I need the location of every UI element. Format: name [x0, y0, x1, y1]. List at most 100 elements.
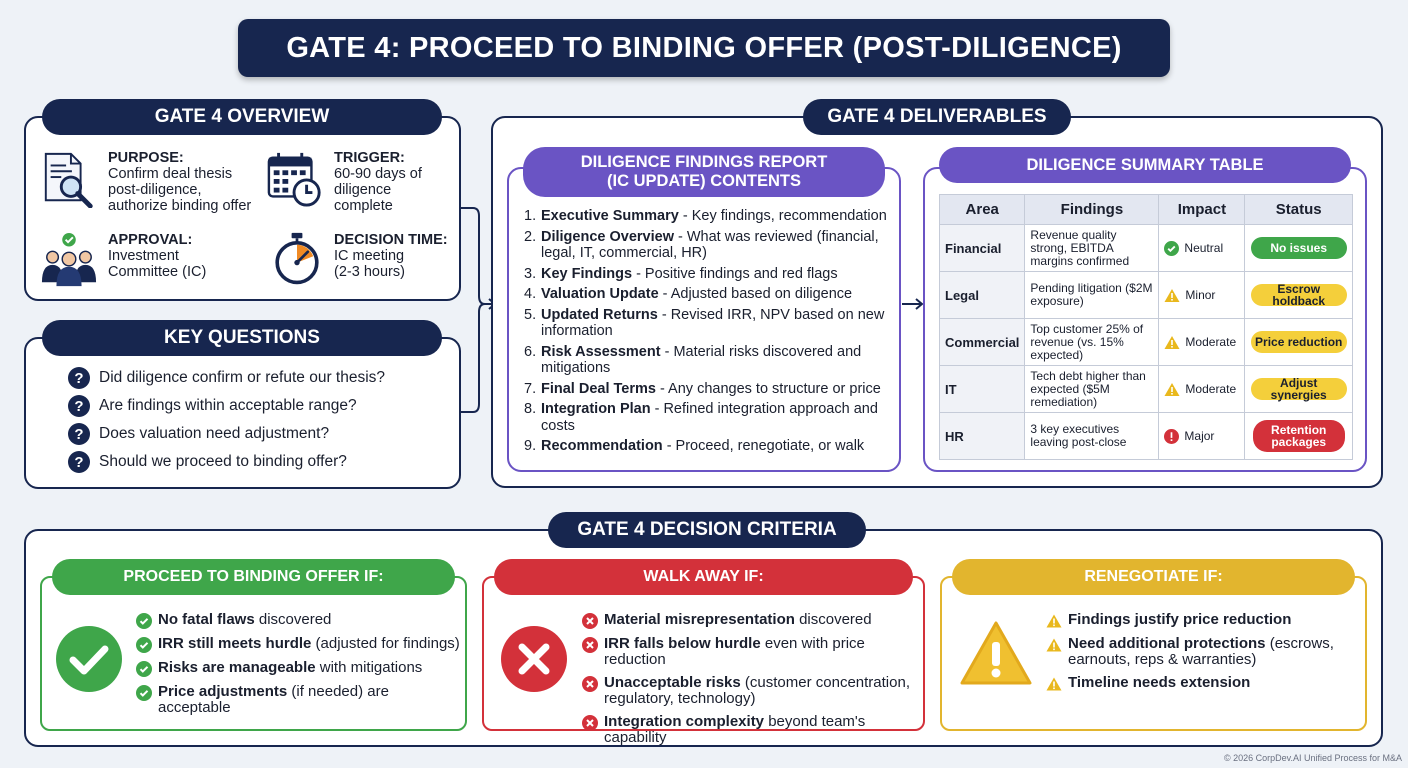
footer-copyright: © 2026 CorpDev.AI Unified Process for M&… — [1223, 753, 1402, 763]
trigger-line: complete — [334, 198, 393, 214]
report-contents-list: 1.Executive Summary - Key findings, reco… — [524, 208, 894, 459]
x-icon — [582, 715, 598, 731]
list-item: Integration complexity beyond team's cap… — [582, 714, 920, 746]
check-icon — [136, 661, 152, 677]
key-questions-panel — [24, 337, 461, 489]
table-row: Financial Revenue quality strong, EBITDA… — [938, 224, 1353, 272]
list-item: No fatal flaws discovered — [136, 612, 461, 629]
list-item: 1.Executive Summary - Key findings, reco… — [524, 208, 887, 224]
trigger-line: 60-90 days of — [334, 166, 422, 182]
criteria-title: GATE 4 DECISION CRITERIA — [548, 512, 866, 548]
x-circle-icon — [501, 626, 567, 692]
proceed-list: No fatal flaws discovered IRR still meet… — [136, 612, 461, 723]
list-item: Need additional protections (escrows, ea… — [1046, 636, 1358, 668]
list-item: 7.Final Deal Terms - Any changes to stru… — [524, 380, 881, 397]
key-question-item: ?Are findings within acceptable range? — [68, 395, 357, 417]
check-icon — [136, 637, 152, 653]
list-item: 8.Integration Plan - Refined integration… — [524, 401, 878, 434]
decision-time-line: (2-3 hours) — [334, 264, 405, 280]
check-icon — [136, 685, 152, 701]
question-icon: ? — [68, 367, 90, 389]
table-row: IT Tech debt higher than expected ($5M r… — [938, 365, 1353, 413]
warning-icon — [1164, 382, 1180, 396]
purpose-line: Confirm deal thesis — [108, 166, 233, 182]
overview-purpose: PURPOSE: Confirm deal thesis post-dilige… — [40, 150, 251, 214]
approval-line: Investment — [108, 248, 179, 264]
warning-icon — [1046, 614, 1062, 628]
approval-label: APPROVAL: — [108, 232, 193, 248]
status-badge: No issues — [1250, 237, 1347, 259]
trigger-label: TRIGGER: — [334, 150, 405, 166]
table-row: Legal Pending litigation ($2M exposure) … — [938, 271, 1353, 319]
check-circle-icon — [1164, 240, 1180, 256]
x-icon — [582, 637, 598, 653]
list-item: 4.Valuation Update - Adjusted based on d… — [524, 286, 853, 302]
trigger-line: diligence — [334, 182, 392, 198]
table-row: Commercial Top customer 25% of revenue (… — [938, 318, 1353, 366]
overview-trigger: TRIGGER: 60-90 days of diligence complet… — [266, 150, 422, 214]
status-badge: Price reduction — [1250, 331, 1347, 353]
proceed-title: PROCEED TO BINDING OFFER IF: — [52, 559, 455, 595]
status-badge: Adjust synergies — [1250, 377, 1347, 401]
page-title: GATE 4: PROCEED TO BINDING OFFER (POST-D… — [238, 19, 1170, 77]
calendar-clock-icon — [267, 152, 321, 207]
overview-decision-time: DECISION TIME: IC meeting (2-3 hours) — [270, 232, 448, 286]
warning-icon — [1164, 335, 1180, 349]
key-question-item: ?Should we proceed to binding offer? — [68, 451, 347, 473]
status-badge: Retention packages — [1252, 420, 1345, 452]
walk-away-list: Material misrepresentation discovered IR… — [582, 612, 920, 753]
overview-panel — [24, 116, 461, 301]
purpose-line: authorize binding offer — [108, 198, 252, 214]
summary-table-title: DILIGENCE SUMMARY TABLE — [939, 147, 1351, 183]
key-questions-title: KEY QUESTIONS — [42, 320, 442, 356]
key-question-item: ?Does valuation need adjustment? — [68, 423, 329, 445]
list-item: 5.Updated Returns - Revised IRR, NPV bas… — [524, 306, 885, 340]
check-circle-icon — [56, 626, 122, 692]
deliverables-title: GATE 4 DELIVERABLES — [803, 99, 1071, 135]
arrow-right-icon — [902, 298, 924, 310]
list-item: Material misrepresentation discovered — [582, 612, 920, 629]
x-icon — [582, 676, 598, 692]
table-header-row: Area Findings Impact Status — [938, 194, 1353, 225]
decision-time-line: IC meeting — [334, 248, 405, 264]
list-item: Risks are manageable with mitigations — [136, 660, 461, 677]
list-item: 9.Recommendation - Proceed, renegotiate,… — [524, 438, 865, 454]
report-title: DILIGENCE FINDINGS REPORT (IC UPDATE) CO… — [523, 147, 885, 197]
list-item: 2.Diligence Overview - What was reviewed… — [524, 228, 879, 262]
diligence-summary-table: Area Findings Impact Status Financial Re… — [938, 194, 1353, 460]
status-badge: Escrow holdback — [1250, 283, 1347, 307]
table-row: HR 3 key executives leaving post-close M… — [938, 412, 1353, 460]
warning-icon — [1164, 288, 1180, 302]
overview-title: GATE 4 OVERVIEW — [42, 99, 442, 135]
warning-icon — [1046, 638, 1062, 652]
check-icon — [136, 613, 152, 629]
list-item: IRR falls below hurdle even with price r… — [582, 636, 920, 668]
warning-icon — [1046, 677, 1062, 691]
question-icon: ? — [68, 395, 90, 417]
stopwatch-icon — [275, 232, 319, 285]
list-item: IRR still meets hurdle (adjusted for fin… — [136, 636, 461, 653]
overview-approval: APPROVAL: Investment Committee (IC) — [40, 232, 206, 290]
list-item: 6.Risk Assessment - Material risks disco… — [524, 343, 862, 377]
list-item: Findings justify price reduction — [1046, 612, 1358, 629]
question-icon: ? — [68, 423, 90, 445]
decision-time-label: DECISION TIME: — [334, 232, 448, 248]
purpose-label: PURPOSE: — [108, 150, 184, 166]
x-icon — [582, 613, 598, 629]
alert-circle-icon — [1164, 428, 1180, 444]
warning-icon — [960, 621, 1032, 685]
list-item: 3.Key Findings - Positive findings and r… — [524, 265, 838, 282]
report-panel — [507, 167, 901, 472]
walk-away-title: WALK AWAY IF: — [494, 559, 913, 595]
approval-line: Committee (IC) — [108, 264, 207, 280]
renegotiate-list: Findings justify price reduction Need ad… — [1046, 612, 1358, 699]
question-icon: ? — [68, 451, 90, 473]
list-item: Unacceptable risks (customer concentrati… — [582, 675, 920, 707]
committee-people-icon — [41, 232, 97, 287]
key-question-item: ?Did diligence confirm or refute our the… — [68, 367, 385, 389]
document-search-icon — [44, 152, 93, 208]
list-item: Price adjustments (if needed) are accept… — [136, 684, 461, 716]
list-item: Timeline needs extension — [1046, 675, 1358, 692]
purpose-line: post-diligence, — [108, 182, 202, 198]
renegotiate-title: RENEGOTIATE IF: — [952, 559, 1355, 595]
